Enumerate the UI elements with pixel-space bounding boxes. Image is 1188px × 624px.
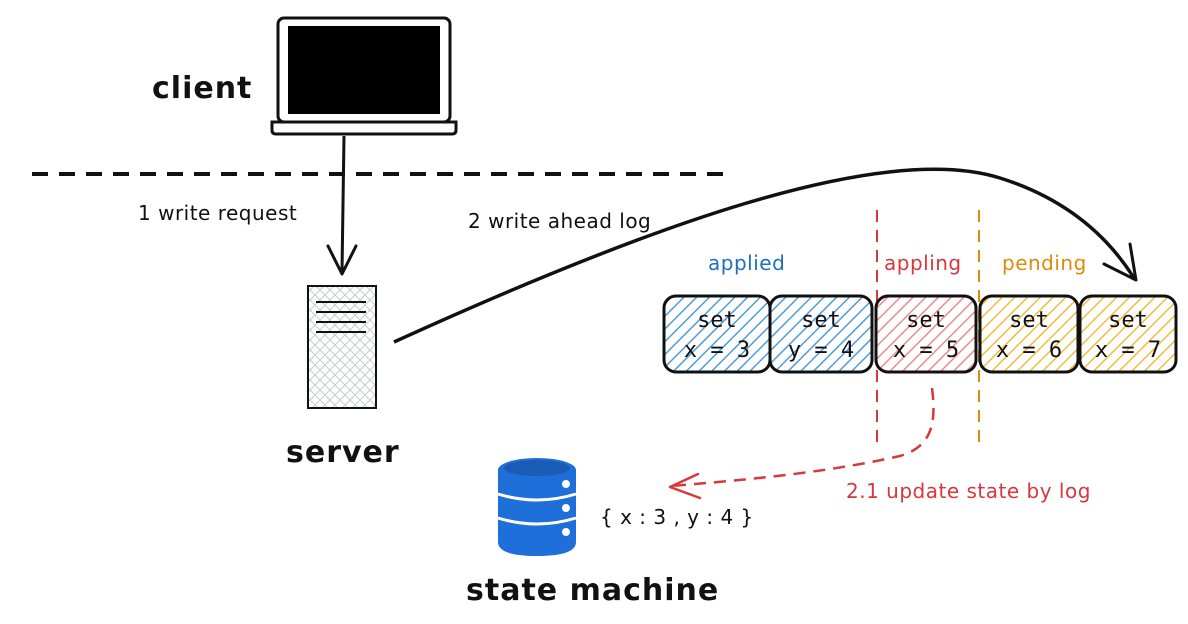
database-icon [497, 458, 577, 556]
log-entry: set x = 3 [662, 294, 772, 374]
group-applied-label: applied [708, 251, 785, 275]
log-entry-cmd: set [1009, 308, 1049, 333]
client-label: client [152, 71, 252, 106]
write-ahead-log-arrow [393, 167, 1138, 344]
log-entry: set y = 4 [768, 294, 874, 374]
update-state-label: 2.1 update state by log [846, 479, 1091, 503]
log-entry-expr: x = 6 [996, 338, 1062, 363]
server-label: server [286, 435, 400, 470]
log-entry-expr: x = 7 [1095, 338, 1161, 363]
log-entry: set x = 7 [1078, 294, 1178, 374]
write-request-arrow [326, 135, 358, 276]
update-state-arrow [668, 387, 935, 500]
log-entry-cmd: set [697, 308, 737, 333]
laptop-icon [270, 16, 458, 136]
state-value: { x : 3 , y : 4 } [600, 505, 754, 529]
server-icon [307, 285, 377, 409]
group-pending-label: pending [1002, 251, 1087, 275]
log-entry: set x = 6 [978, 294, 1080, 374]
group-applying-label: appling [884, 251, 962, 275]
log-entry-expr: y = 4 [788, 338, 854, 363]
write-request-label: 1 write request [138, 201, 297, 225]
log-entry-expr: x = 3 [684, 338, 750, 363]
log-entry-cmd: set [1108, 308, 1148, 333]
log-entry-expr: x = 5 [893, 338, 959, 363]
log-entry-cmd: set [906, 308, 946, 333]
log-entry-cmd: set [801, 308, 841, 333]
state-machine-label: state machine [466, 573, 719, 608]
write-ahead-log-label: 2 write ahead log [468, 209, 651, 233]
log-entry: set x = 5 [874, 294, 978, 374]
